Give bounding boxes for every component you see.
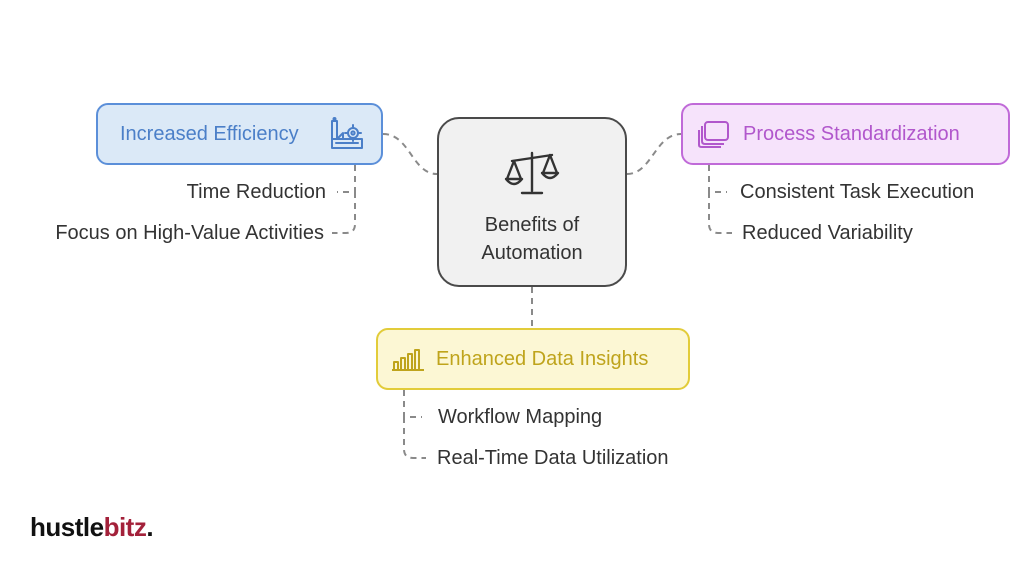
- hustlebitz-logo: hustlebitz.: [30, 512, 154, 543]
- logo-dot: .: [146, 512, 154, 542]
- leaf-consistent-execution: Consistent Task Execution: [740, 181, 975, 203]
- branch-efficiency-title: Increased Efficiency: [120, 122, 299, 145]
- connector-realtime: [403, 417, 426, 459]
- branch-standardization-node: Process Standardization: [681, 103, 1010, 165]
- branch-standardization-title: Process Standardization: [743, 122, 960, 145]
- connector-focus: [332, 192, 356, 234]
- balance-scale-icon: [504, 151, 560, 195]
- leaf-realtime-data: Real-Time Data Utilization: [437, 447, 669, 469]
- leaf-workflow-mapping: Workflow Mapping: [438, 406, 603, 428]
- logo-part-bitz: bitz: [103, 512, 147, 542]
- branch-insights-node: Enhanced Data Insights: [376, 328, 690, 390]
- bar-chart-icon: [390, 346, 426, 372]
- connector-time-reduction: [337, 165, 356, 193]
- stacked-pages-icon: [697, 119, 731, 149]
- connector-consistent: [708, 165, 727, 193]
- connector-variability: [708, 192, 732, 234]
- leaf-time-reduction: Time Reduction: [186, 181, 326, 203]
- branch-efficiency-node: Increased Efficiency: [96, 103, 383, 165]
- factory-icon: [329, 117, 365, 151]
- central-title-line2: Automation: [481, 242, 583, 264]
- leaf-reduced-variability: Reduced Variability: [742, 222, 913, 244]
- connector-standardization: [626, 133, 682, 175]
- connector-workflow: [403, 390, 422, 418]
- logo-part-hustle: hustle: [30, 512, 104, 542]
- branch-insights-title: Enhanced Data Insights: [436, 347, 649, 370]
- connector-efficiency: [382, 133, 438, 175]
- central-topic-node: Benefits of Automation: [437, 117, 627, 287]
- central-title-line1: Benefits of: [484, 214, 580, 236]
- central-topic-title: Benefits of Automation: [481, 211, 582, 267]
- leaf-focus-high-value: Focus on High-Value Activities: [55, 222, 324, 244]
